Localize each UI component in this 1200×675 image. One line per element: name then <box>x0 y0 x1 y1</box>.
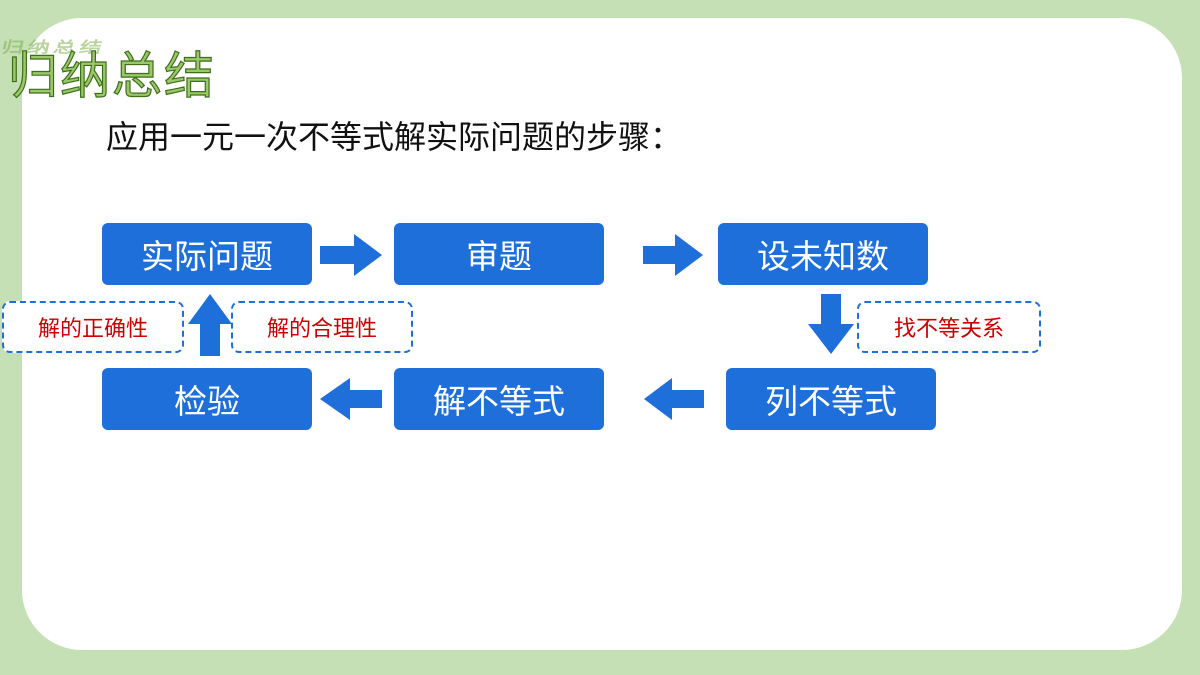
step-check: 检验 <box>102 368 312 430</box>
page-subtitle: 应用一元一次不等式解实际问题的步骤： <box>106 118 683 156</box>
page-title: 归纳总结 <box>7 46 216 105</box>
step-set-unknown: 设未知数 <box>718 223 928 285</box>
arrow-right-icon <box>320 234 382 276</box>
arrow-down-icon <box>808 294 854 354</box>
arrow-up-icon <box>188 294 232 356</box>
step-read-problem: 审题 <box>394 223 604 285</box>
note-correctness: 解的正确性 <box>2 301 184 353</box>
step-write-inequality: 列不等式 <box>726 368 936 430</box>
step-actual-problem: 实际问题 <box>102 223 312 285</box>
step-solve-inequality: 解不等式 <box>394 368 604 430</box>
arrow-left-icon <box>320 378 382 420</box>
note-find-relation: 找不等关系 <box>857 301 1041 353</box>
note-reasonableness: 解的合理性 <box>231 301 413 353</box>
arrow-left-icon <box>644 378 704 420</box>
arrow-right-icon <box>643 234 703 276</box>
